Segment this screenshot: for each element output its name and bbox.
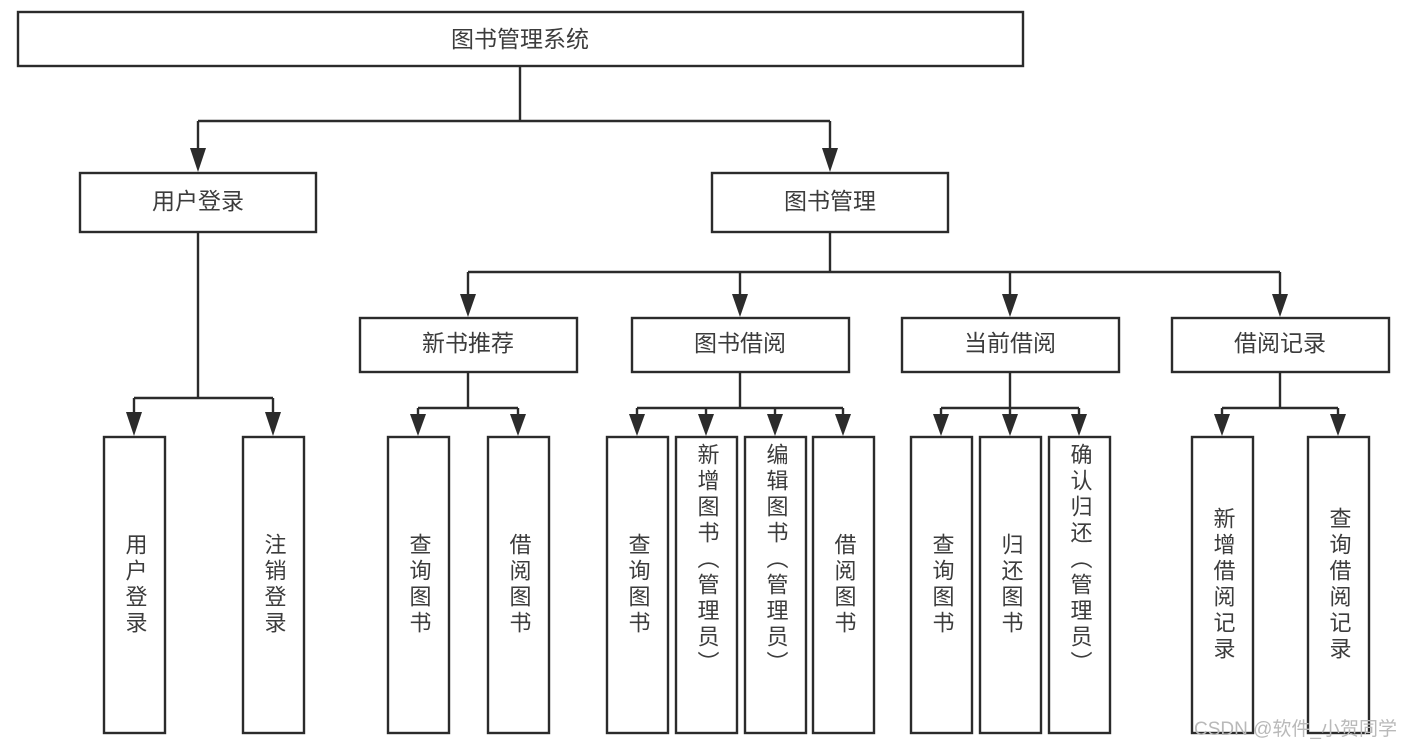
connector-group-user-login (126, 232, 281, 436)
leaf-box-bb-borrow-book[interactable] (811, 435, 876, 735)
arrow-head-br-leaf-1 (1214, 414, 1230, 436)
node-book-borrow-box[interactable] (630, 316, 851, 374)
arrow-head-borrow-record (1272, 294, 1288, 317)
connector-group-borrow-record (1214, 372, 1346, 436)
leaf-box-nbr-query-book[interactable] (386, 435, 451, 735)
node-current-borrow[interactable]: 当前借阅 (900, 316, 1121, 374)
arrow-head-current-borrow (1002, 294, 1018, 317)
leaf-box-cb-return-book[interactable] (978, 435, 1043, 735)
connector-group-root (190, 66, 838, 172)
node-user-login-box[interactable] (78, 171, 318, 234)
node-book-management[interactable]: 图书管理 (710, 171, 950, 234)
leaf-boxes-current-borrow (909, 435, 1112, 735)
arrow-head-cb-leaf-3 (1071, 414, 1087, 436)
node-user-login-label: 用户登录 (152, 188, 244, 214)
arrow-head-bb-leaf-1 (629, 414, 645, 436)
arrow-head-book-mgmt (822, 148, 838, 172)
arrow-head-leaf-user-login (126, 412, 142, 436)
arrow-head-br-leaf-2 (1330, 414, 1346, 436)
node-borrow-record[interactable]: 借阅记录 (1170, 316, 1391, 374)
arrow-head-book-borrow (732, 294, 748, 317)
arrow-head-new-book-recommend (460, 294, 476, 317)
arrow-head-bb-leaf-4 (835, 414, 851, 436)
connector-group-new-book-recommend (410, 372, 526, 436)
node-new-book-recommend[interactable]: 新书推荐 (358, 316, 579, 374)
leaf-boxes-book-borrow (605, 435, 876, 735)
leaf-box-cb-query-book[interactable] (909, 435, 974, 735)
leaf-boxes-user-login (102, 435, 306, 735)
leaf-box-br-add-record[interactable] (1190, 435, 1255, 735)
leaf-box-br-query-record[interactable] (1306, 435, 1371, 735)
node-current-borrow-box[interactable] (900, 316, 1121, 374)
node-new-book-recommend-label: 新书推荐 (422, 330, 514, 356)
arrow-head-leaf-logout (265, 412, 281, 436)
node-book-management-box[interactable] (710, 171, 950, 234)
arrow-head-user-login (190, 148, 206, 172)
arrow-head-bb-leaf-3 (767, 414, 783, 436)
node-book-borrow[interactable]: 图书借阅 (630, 316, 851, 374)
leaf-box-cb-confirm-return[interactable] (1047, 435, 1112, 735)
leaf-box-user-login[interactable] (102, 435, 167, 735)
node-book-management-label: 图书管理 (784, 188, 876, 214)
leaf-boxes-borrow-record (1190, 435, 1371, 735)
leaf-box-bb-edit-book[interactable] (743, 435, 808, 735)
leaf-box-bb-add-book[interactable] (674, 435, 739, 735)
arrow-head-nbr-leaf-1 (410, 414, 426, 436)
leaf-boxes-new-book-recommend (386, 435, 551, 735)
leaf-box-logout[interactable] (241, 435, 306, 735)
connector-group-book-mgmt (460, 232, 1288, 317)
node-root-system-box[interactable] (16, 10, 1025, 68)
connector-group-current-borrow (933, 372, 1087, 436)
node-borrow-record-label: 借阅记录 (1234, 330, 1326, 356)
node-current-borrow-label: 当前借阅 (964, 330, 1056, 356)
arrow-head-nbr-leaf-2 (510, 414, 526, 436)
arrow-head-cb-leaf-2 (1002, 414, 1018, 436)
node-borrow-record-box[interactable] (1170, 316, 1391, 374)
node-new-book-recommend-box[interactable] (358, 316, 579, 374)
node-book-borrow-label: 图书借阅 (694, 330, 786, 356)
arrow-head-bb-leaf-2 (698, 414, 714, 436)
leaf-box-bb-query-book[interactable] (605, 435, 670, 735)
node-root-system[interactable]: 图书管理系统 (16, 10, 1025, 68)
node-root-system-label: 图书管理系统 (451, 26, 589, 52)
connector-group-book-borrow (629, 372, 851, 436)
node-user-login[interactable]: 用户登录 (78, 171, 318, 234)
arrow-head-cb-leaf-1 (933, 414, 949, 436)
leaf-box-nbr-borrow-book[interactable] (486, 435, 551, 735)
